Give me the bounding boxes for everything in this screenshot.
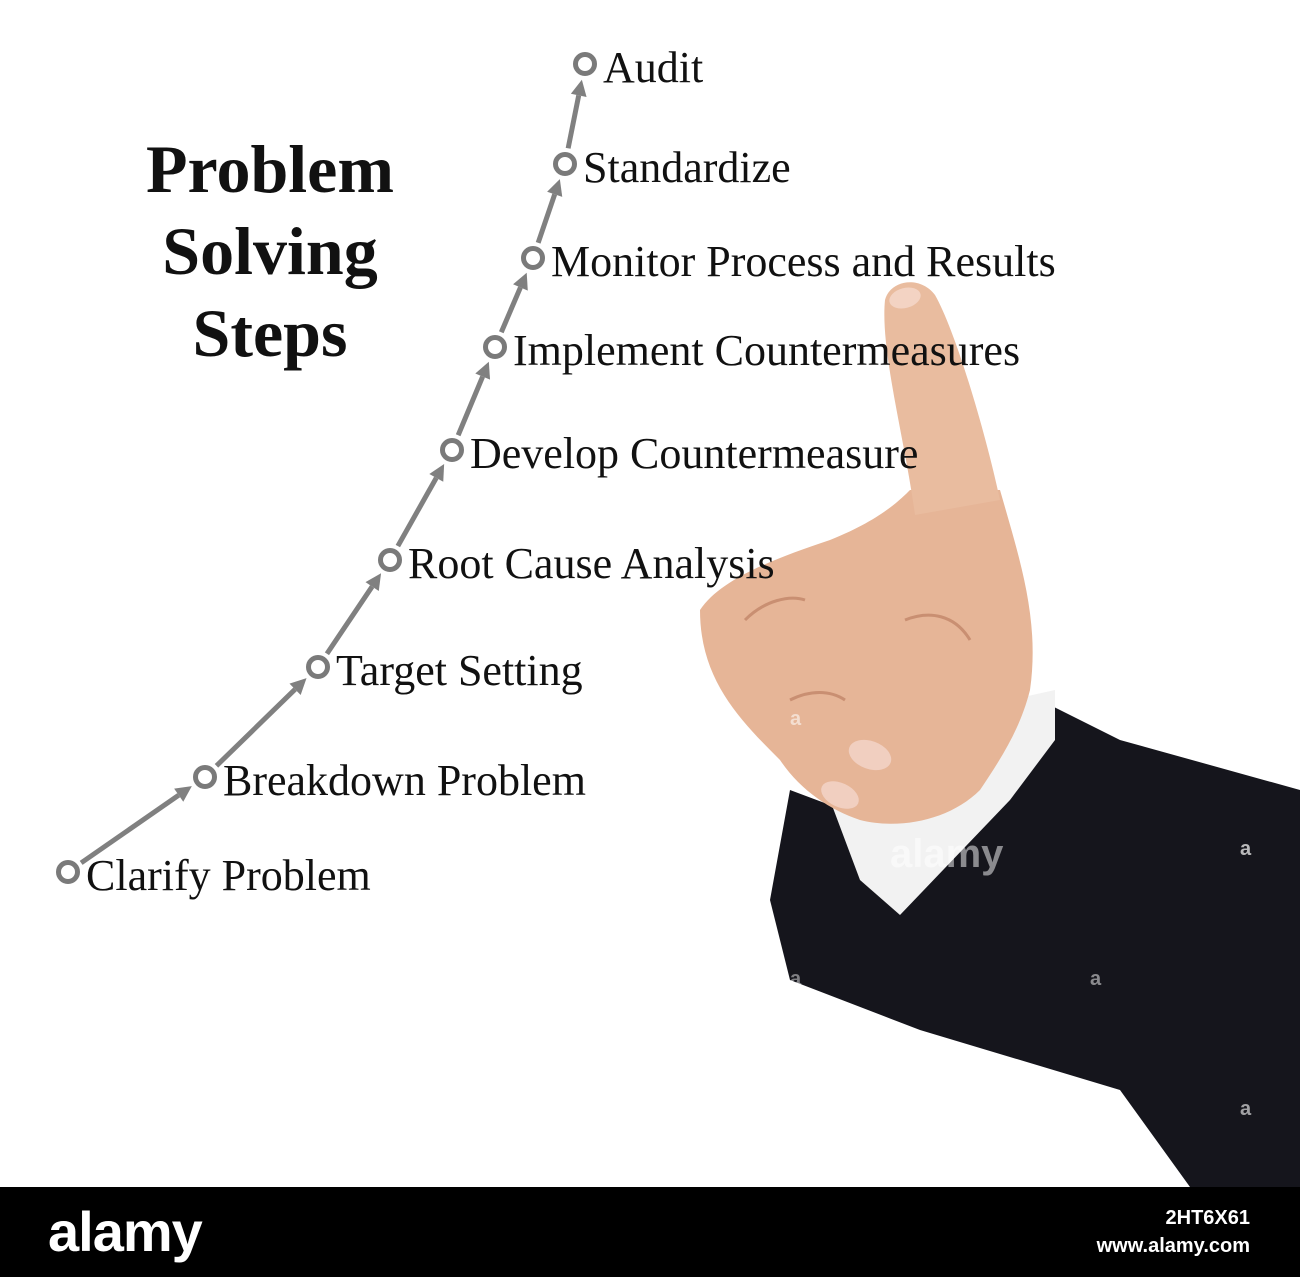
- arrow-shaft: [395, 476, 439, 548]
- step-node: [56, 860, 80, 884]
- site-url: www.alamy.com: [1096, 1235, 1250, 1257]
- image-id: 2HT6X61: [1165, 1207, 1251, 1229]
- step-arrow: [79, 786, 192, 865]
- arrow-head: [513, 272, 528, 291]
- arrow-head: [289, 678, 307, 696]
- arrow-head: [429, 463, 445, 482]
- watermark-mark: a: [790, 708, 802, 730]
- step-node: [440, 438, 464, 462]
- index-finger: [884, 282, 1000, 515]
- step-label: Monitor Process and Results: [551, 237, 1056, 286]
- watermark-mark: a: [1240, 838, 1252, 860]
- step-node: [521, 246, 545, 270]
- step-label: Target Setting: [336, 646, 583, 695]
- step-arrow: [324, 573, 382, 656]
- step-arrow: [565, 79, 587, 149]
- step-label: Root Cause Analysis: [408, 539, 775, 588]
- title-line: Solving: [162, 213, 378, 289]
- arrow-shaft: [324, 585, 375, 656]
- step-node: [306, 655, 330, 679]
- step-arrow: [214, 678, 307, 768]
- watermark-mark: a: [1240, 1098, 1252, 1120]
- arrow-shaft: [565, 94, 582, 149]
- arrow-head: [475, 361, 491, 380]
- step-arrow: [498, 272, 528, 334]
- step-arrow: [535, 179, 563, 244]
- step-arrow: [395, 463, 445, 548]
- step-node: [193, 765, 217, 789]
- step-label: Clarify Problem: [86, 851, 371, 900]
- step-label: Audit: [603, 43, 704, 92]
- arrow-head: [570, 79, 587, 97]
- step-label: Breakdown Problem: [223, 756, 586, 805]
- arrow-shaft: [455, 375, 485, 437]
- title-line: Steps: [192, 295, 348, 371]
- arrow-head: [174, 786, 192, 802]
- arrow-head: [547, 179, 563, 197]
- steps-connector-layer: [56, 52, 597, 884]
- watermark-logo: alamy: [890, 832, 1004, 876]
- step-node: [483, 335, 507, 359]
- step-arrow: [455, 361, 491, 437]
- arrow-shaft: [535, 193, 558, 244]
- arrow-head: [365, 573, 382, 592]
- arrow-shaft: [214, 687, 297, 768]
- footer-bar: alamy 2HT6X61 www.alamy.com: [0, 1187, 1300, 1277]
- arrow-shaft: [498, 286, 523, 334]
- hand-fist: [700, 490, 1033, 824]
- step-node: [378, 548, 402, 572]
- suit-sleeve: [770, 700, 1300, 1187]
- step-label: Standardize: [583, 143, 791, 192]
- step-label: Implement Countermeasures: [513, 326, 1021, 375]
- diagram-title: Problem Solving Steps: [100, 128, 440, 374]
- step-node: [573, 52, 597, 76]
- step-node: [553, 152, 577, 176]
- watermark-mark: a: [790, 968, 802, 990]
- step-label: Develop Countermeasure: [470, 429, 919, 478]
- title-line: Problem: [145, 131, 395, 207]
- pointing-hand-illustration: [700, 282, 1300, 1187]
- brand-logo: alamy: [48, 1200, 203, 1263]
- watermark-mark: a: [1090, 968, 1102, 990]
- arrow-shaft: [79, 793, 181, 865]
